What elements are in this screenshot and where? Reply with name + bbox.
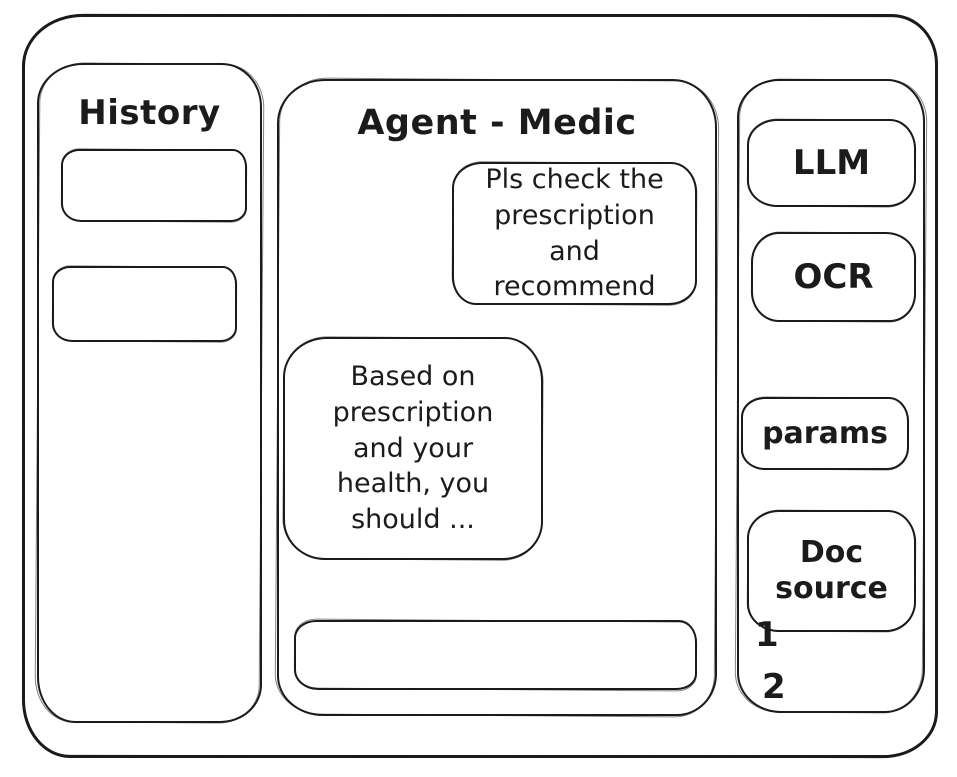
- params-button-label: params: [762, 415, 888, 451]
- params-button[interactable]: params: [741, 397, 909, 470]
- chat-title: Agent - Medic: [357, 103, 637, 143]
- user-message-bubble: Pls check the prescription and recommend: [452, 162, 697, 305]
- doc-source-button-label: Doc source: [775, 535, 888, 606]
- tools-panel: LLM OCR params Doc source 1 2: [737, 79, 925, 713]
- history-title: History: [78, 93, 221, 133]
- llm-button[interactable]: LLM: [747, 119, 916, 207]
- history-item[interactable]: [52, 266, 237, 342]
- llm-button-label: LLM: [792, 142, 871, 183]
- message-input[interactable]: [296, 622, 695, 688]
- message-input-bar: [294, 620, 697, 690]
- window-frame: History Agent - Medic Pls check the pres…: [22, 14, 938, 758]
- agent-message-bubble: Based on prescription and your health, y…: [283, 337, 543, 560]
- user-message-text: Pls check the prescription and recommend: [485, 164, 664, 303]
- history-item[interactable]: [61, 149, 247, 222]
- doc-source-entry-2[interactable]: 2: [762, 667, 786, 707]
- history-panel: History: [37, 63, 262, 723]
- agent-message-text: Based on prescription and your health, y…: [332, 361, 494, 535]
- chat-panel: Agent - Medic Pls check the prescription…: [277, 79, 717, 716]
- doc-source-entry-1[interactable]: 1: [755, 615, 779, 655]
- doc-source-button[interactable]: Doc source: [747, 510, 916, 632]
- ocr-button-label: OCR: [793, 256, 874, 297]
- ocr-button[interactable]: OCR: [751, 232, 916, 322]
